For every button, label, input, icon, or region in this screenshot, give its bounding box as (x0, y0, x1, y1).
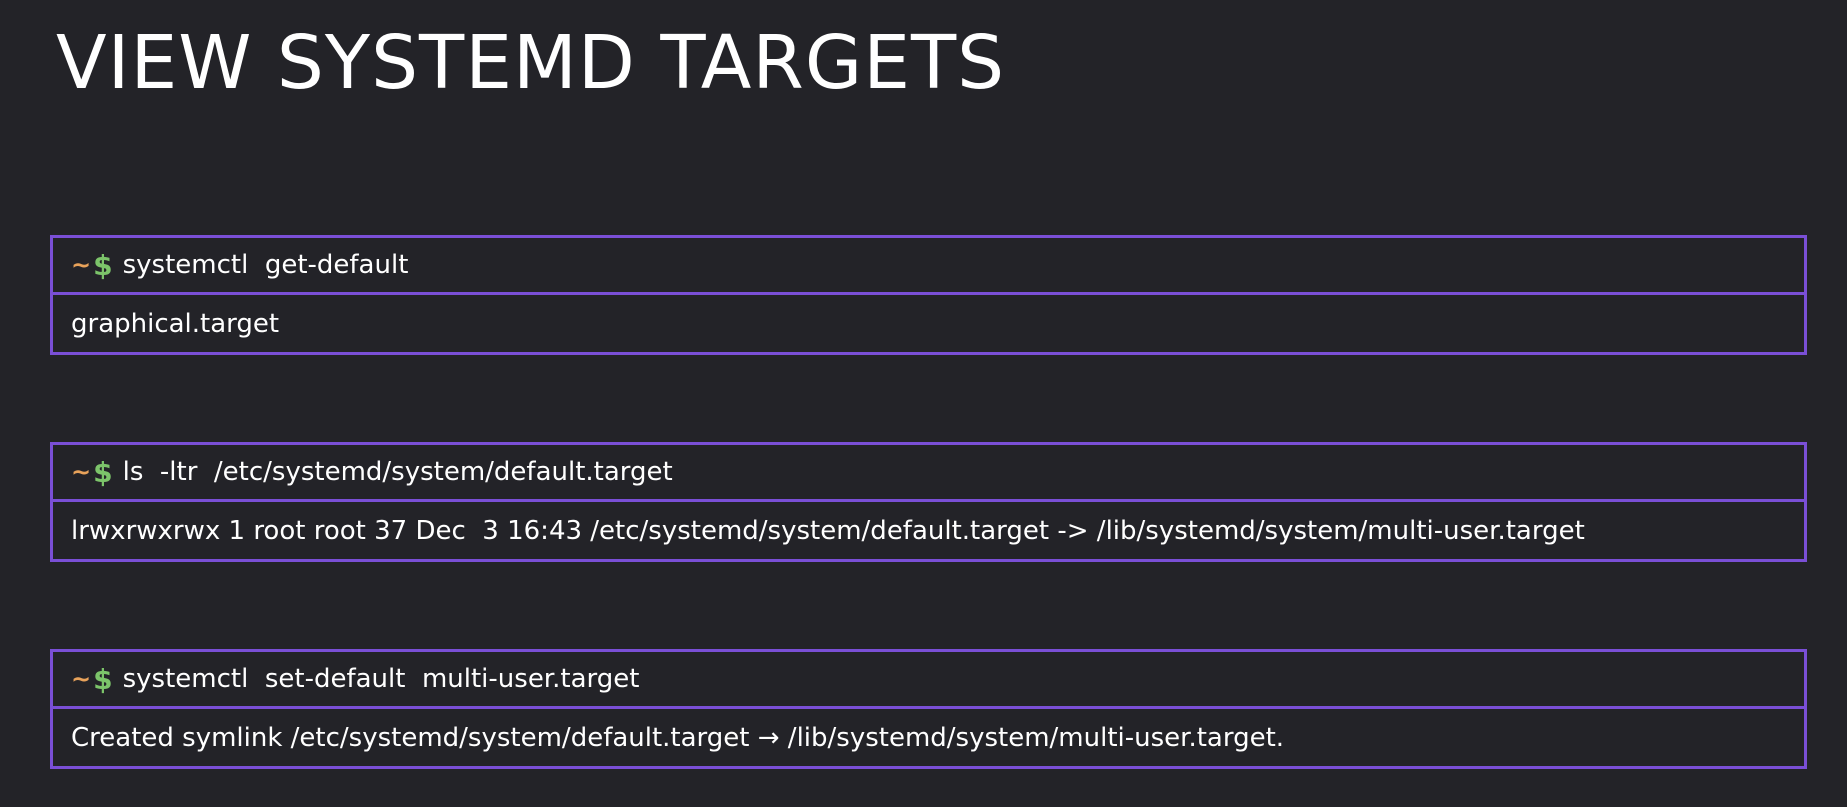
output-text: graphical.target (71, 308, 280, 339)
shell-prompt: ~ $ (71, 663, 113, 696)
slide-title: VIEW SYSTEMD TARGETS (56, 20, 1006, 106)
command-text: ls -ltr /etc/systemd/system/default.targ… (122, 457, 673, 487)
command-block-ls-default-target: ~ $ ls -ltr /etc/systemd/system/default.… (50, 442, 1807, 562)
output-row: lrwxrwxrwx 1 root root 37 Dec 3 16:43 /e… (53, 502, 1804, 559)
command-text: systemctl set-default multi-user.target (122, 664, 640, 694)
command-block-set-default: ~ $ systemctl set-default multi-user.tar… (50, 649, 1807, 769)
prompt-tilde: ~ (71, 665, 92, 693)
prompt-tilde: ~ (71, 458, 92, 486)
prompt-tilde: ~ (71, 251, 92, 279)
shell-prompt: ~ $ (71, 456, 113, 489)
command-block-get-default: ~ $ systemctl get-default graphical.targ… (50, 235, 1807, 355)
command-row[interactable]: ~ $ ls -ltr /etc/systemd/system/default.… (53, 445, 1804, 502)
output-row: graphical.target (53, 295, 1804, 352)
shell-prompt: ~ $ (71, 249, 113, 282)
prompt-dollar: $ (93, 455, 113, 489)
command-text: systemctl get-default (122, 250, 409, 280)
command-row[interactable]: ~ $ systemctl get-default (53, 238, 1804, 295)
output-row: Created symlink /etc/systemd/system/defa… (53, 709, 1804, 766)
command-row[interactable]: ~ $ systemctl set-default multi-user.tar… (53, 652, 1804, 709)
prompt-dollar: $ (93, 248, 113, 282)
prompt-dollar: $ (93, 662, 113, 696)
output-text: lrwxrwxrwx 1 root root 37 Dec 3 16:43 /e… (71, 515, 1585, 546)
output-text: Created symlink /etc/systemd/system/defa… (71, 722, 1285, 753)
